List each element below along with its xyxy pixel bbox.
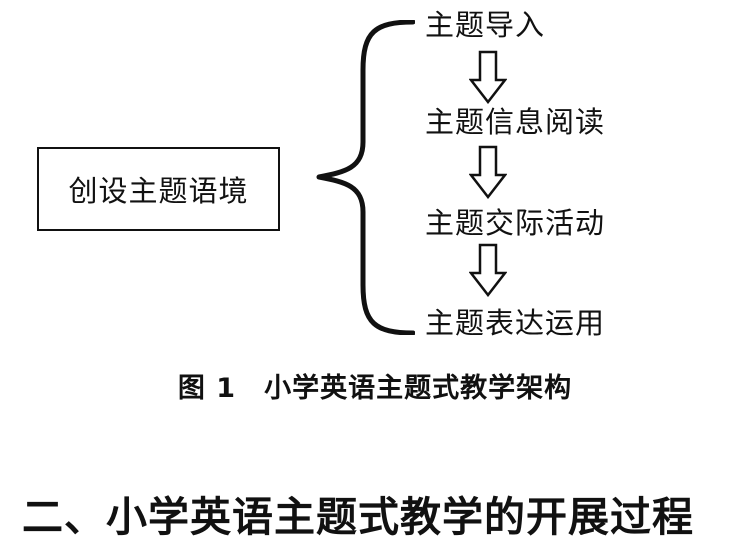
source-node-label: 创设主题语境: [68, 174, 249, 208]
teaching-framework-diagram: 创设主题语境 主题导入 主题信息阅读 主题交际活动 主题表达运用: [37, 8, 606, 340]
step-topic-reading: 主题信息阅读: [425, 105, 606, 139]
step-topic-introduction: 主题导入: [425, 8, 546, 42]
step-topic-communication: 主题交际活动: [425, 206, 606, 240]
down-arrow-icon: [469, 243, 507, 297]
source-node-box: 创设主题语境: [37, 147, 280, 231]
down-arrow-icon: [469, 145, 507, 199]
down-arrow-icon: [469, 50, 507, 104]
step-topic-expression: 主题表达运用: [425, 306, 606, 340]
curly-brace: [316, 20, 415, 335]
section-heading: 二、小学英语主题式教学的开展过程: [22, 493, 694, 541]
figure-caption: 图 1 小学英语主题式教学架构: [177, 373, 573, 404]
